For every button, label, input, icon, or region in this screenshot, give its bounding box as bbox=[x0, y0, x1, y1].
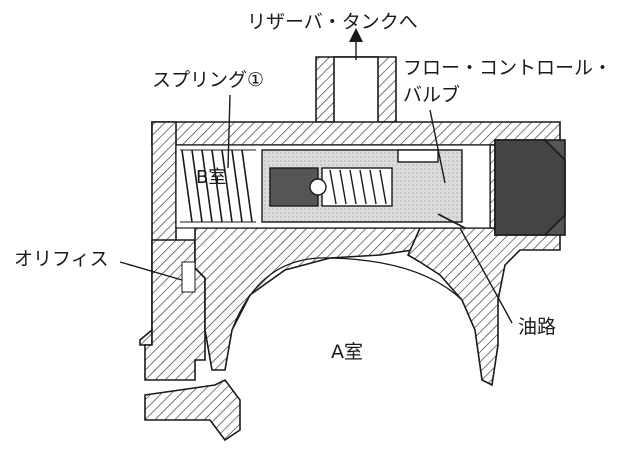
end-plug bbox=[494, 139, 566, 236]
valve-inner-spring bbox=[329, 169, 387, 205]
label-chamber-b: B室 bbox=[196, 167, 226, 188]
spring-leader bbox=[227, 94, 231, 169]
oil-passage bbox=[437, 213, 466, 229]
label-spring: スプリング① bbox=[152, 69, 264, 91]
spring-1 bbox=[180, 149, 256, 223]
right-body bbox=[406, 227, 561, 387]
center-web bbox=[194, 227, 422, 371]
oil-passage-leader bbox=[459, 227, 513, 324]
label-orifice: オリフィス bbox=[14, 248, 109, 270]
chamber-a-outline bbox=[231, 257, 463, 331]
label-chamber-a: A室 bbox=[331, 341, 363, 363]
labels: リザーバ・タンクへ スプリング① フロー・コントロール・ バルブ B室 オリフィ… bbox=[14, 11, 612, 363]
label-reservoir: リザーバ・タンクへ bbox=[247, 11, 418, 33]
valve-leader bbox=[429, 109, 446, 184]
leader-lines bbox=[119, 28, 513, 324]
label-flow-valve-1: フロー・コントロール・ bbox=[403, 57, 612, 79]
label-flow-valve-2: バルブ bbox=[403, 83, 460, 106]
plug-hex bbox=[494, 139, 566, 236]
orifice-passage bbox=[181, 261, 196, 293]
orifice-leader bbox=[119, 261, 183, 281]
label-oil-passage: 油路 bbox=[518, 316, 556, 338]
outlet-port-slot bbox=[397, 149, 439, 163]
valve-housing bbox=[139, 56, 561, 442]
check-ball bbox=[309, 178, 327, 196]
flow-control-valve bbox=[261, 149, 463, 223]
bottom-left-stub bbox=[144, 378, 241, 442]
